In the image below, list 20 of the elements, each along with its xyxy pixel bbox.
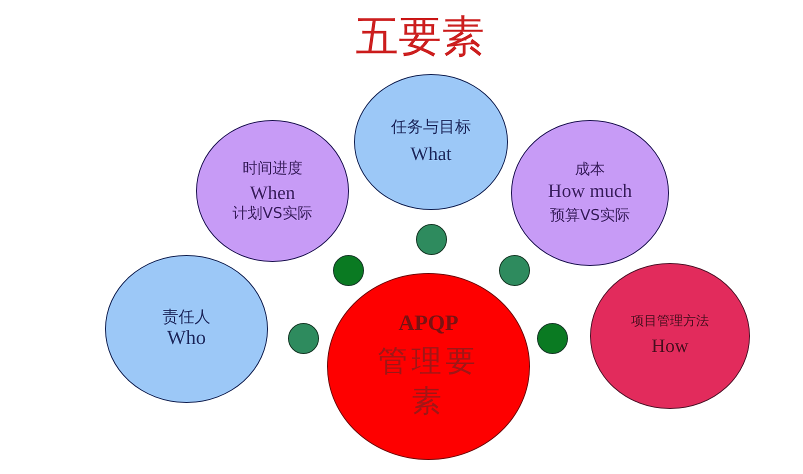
title: 五要素	[356, 14, 484, 62]
circle-icon	[333, 255, 364, 286]
note-label: 计划VS实际	[232, 204, 312, 222]
circle-icon	[288, 323, 319, 354]
keyword-label: What	[410, 144, 452, 166]
keyword-label: When	[250, 183, 296, 205]
circle-label: 项目管理方法	[631, 314, 709, 330]
circle-label: 责任人	[162, 308, 210, 327]
circle-label: 时间进度	[242, 160, 302, 178]
circle-label: 任务与目标	[391, 118, 471, 136]
keyword-label: Who	[167, 326, 206, 350]
circle-icon	[537, 323, 568, 354]
keyword-label: How much	[548, 180, 632, 202]
circle-icon	[499, 255, 530, 286]
keyword-label: How	[652, 336, 688, 358]
circle-icon	[416, 224, 447, 255]
circle-label: 管理要素	[376, 344, 480, 420]
acronym-label: APQP	[398, 310, 458, 336]
circle-label: 成本	[575, 161, 605, 179]
note-label: 预算VS实际	[550, 207, 630, 225]
